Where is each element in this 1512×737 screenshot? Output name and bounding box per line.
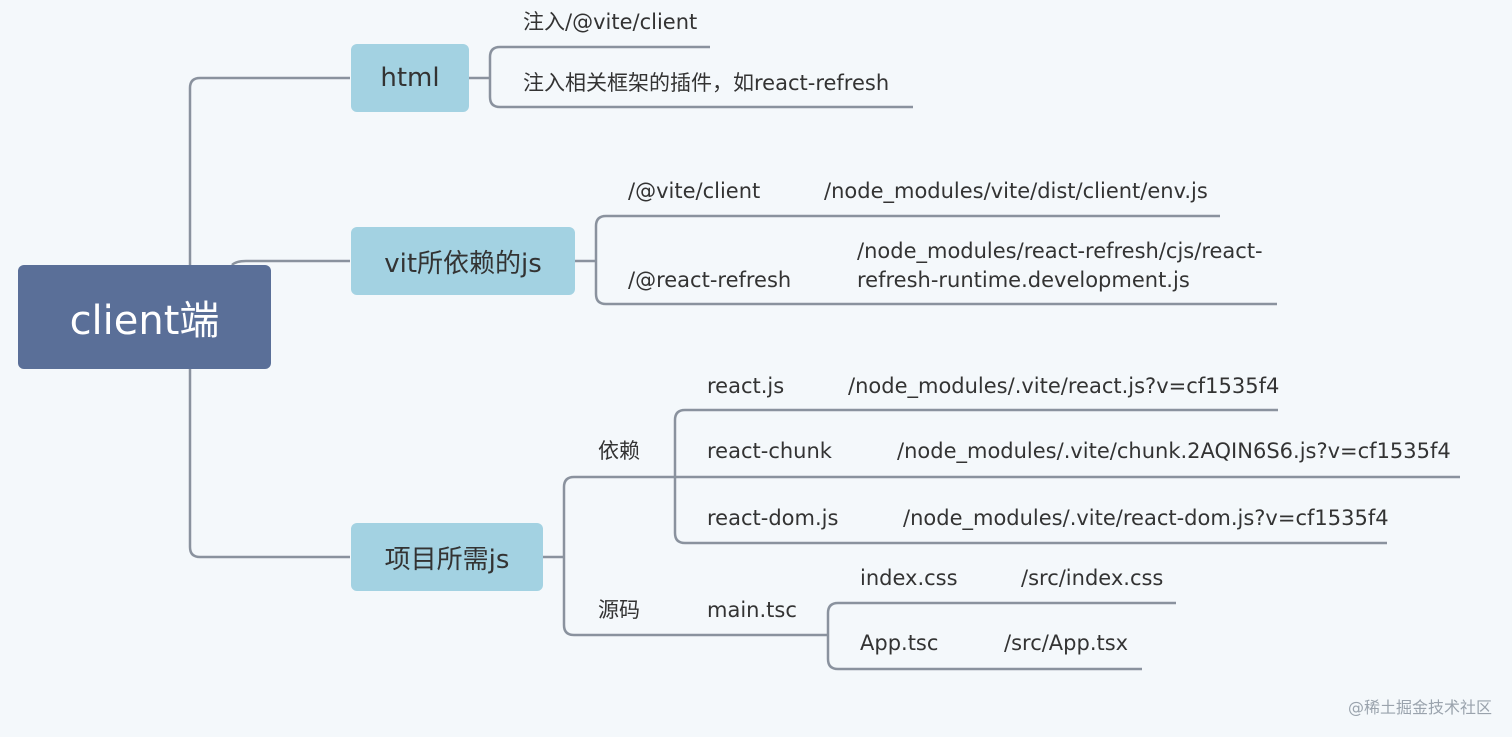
react-refresh-path-line2: refresh-runtime.development.js bbox=[857, 268, 1190, 292]
dep-chunk-path: /node_modules/.vite/chunk.2AQIN6S6.js?v=… bbox=[897, 439, 1451, 463]
src-index-css-path: /src/index.css bbox=[1021, 566, 1164, 590]
source-label: 源码 bbox=[598, 598, 640, 622]
vite-client-name: /@vite/client bbox=[628, 179, 761, 203]
dep-react-dom-path: /node_modules/.vite/react-dom.js?v=cf153… bbox=[903, 506, 1389, 530]
react-refresh-name: /@react-refresh bbox=[628, 268, 792, 292]
project-js-node[interactable]: 项目所需js bbox=[351, 523, 543, 591]
dep-react-name: react.js bbox=[707, 374, 785, 398]
project-js-label: 项目所需js bbox=[384, 544, 510, 575]
deps-label: 依赖 bbox=[598, 439, 640, 463]
source-bracket bbox=[826, 601, 839, 671]
html-bracket bbox=[488, 45, 501, 109]
html-item-inject-client: 注入/@vite/client bbox=[523, 10, 698, 34]
src-app-path: /src/App.tsx bbox=[1004, 631, 1129, 655]
root-label: client端 bbox=[69, 298, 220, 344]
root-to-vite bbox=[231, 259, 350, 266]
html-label: html bbox=[380, 63, 440, 93]
src-app-name: App.tsc bbox=[860, 631, 939, 655]
vite-client-path: /node_modules/vite/dist/client/env.js bbox=[824, 179, 1208, 203]
dep-react-path: /node_modules/.vite/react.js?v=cf1535f4 bbox=[848, 374, 1280, 398]
dep-react-dom-name: react-dom.js bbox=[707, 506, 839, 530]
html-node[interactable]: html bbox=[351, 44, 469, 112]
watermark: @稀土掘金技术社区 bbox=[1347, 698, 1492, 717]
react-refresh-path-line1: /node_modules/react-refresh/cjs/react- bbox=[857, 239, 1263, 263]
project-bracket bbox=[562, 475, 575, 637]
trunk-to-project bbox=[188, 369, 350, 559]
dep-chunk-name: react-chunk bbox=[707, 439, 832, 463]
vite-js-node[interactable]: vit所依赖的js bbox=[351, 227, 575, 295]
src-index-css-name: index.css bbox=[860, 566, 958, 590]
html-item-inject-plugins: 注入相关框架的插件，如react-refresh bbox=[523, 71, 890, 95]
source-main-name: main.tsc bbox=[707, 598, 797, 622]
vite-js-label: vit所依赖的js bbox=[384, 248, 542, 279]
trunk-to-html bbox=[188, 76, 350, 265]
root-node[interactable]: client端 bbox=[18, 265, 271, 369]
vite-bracket bbox=[594, 214, 607, 306]
